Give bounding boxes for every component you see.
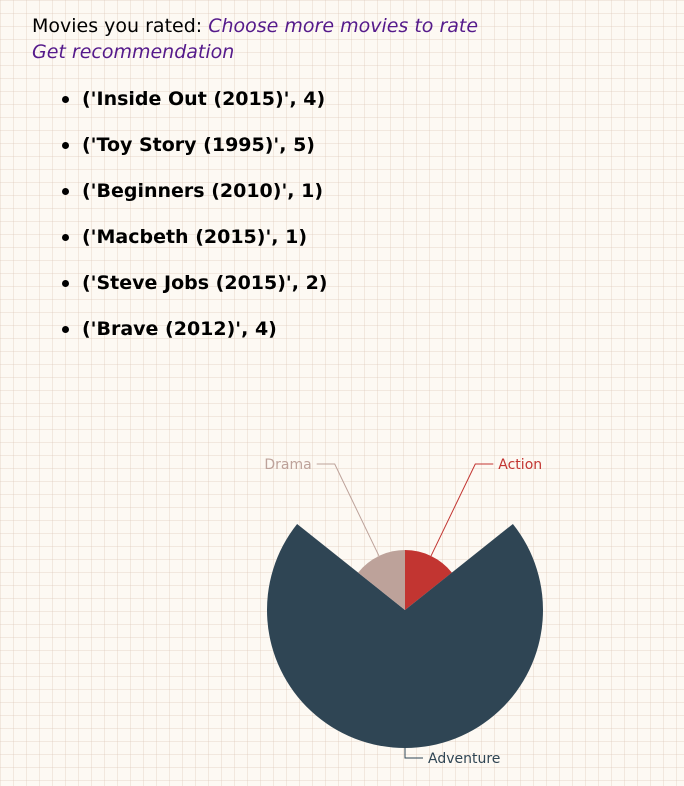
- pie-label-line-drama: [316, 463, 380, 557]
- pie-label-adventure: Adventure: [428, 751, 500, 767]
- pie-label-action: Action: [498, 457, 542, 473]
- rated-header-line: Movies you rated: Choose more movies to …: [32, 13, 672, 39]
- rated-movie-item: ('Beginners (2010)', 1): [62, 173, 328, 219]
- rated-movie-item: ('Inside Out (2015)', 4): [62, 81, 328, 127]
- rated-movie-item: ('Brave (2012)', 4): [62, 311, 328, 357]
- pie-slice-action[interactable]: [405, 550, 452, 610]
- pie-label-line-adventure: [404, 748, 423, 759]
- header: Movies you rated: Choose more movies to …: [32, 13, 672, 65]
- rated-movie-item: ('Macbeth (2015)', 1): [62, 219, 328, 265]
- pie-slice-adventure[interactable]: [267, 523, 544, 749]
- pie-slice-drama[interactable]: [358, 550, 405, 610]
- rated-label: Movies you rated:: [32, 15, 209, 37]
- rated-movie-item: ('Steve Jobs (2015)', 2): [62, 265, 328, 311]
- recommend-line: Get recommendation: [32, 39, 672, 65]
- pie-label-line-action: [430, 463, 494, 557]
- choose-more-movies-link[interactable]: Choose more movies to rate: [208, 15, 479, 37]
- rated-movies-list: ('Inside Out (2015)', 4) ('Toy Story (19…: [62, 81, 328, 357]
- pie-label-drama: Drama: [264, 457, 311, 473]
- get-recommendation-link[interactable]: Get recommendation: [32, 41, 235, 63]
- rated-movie-item: ('Toy Story (1995)', 5): [62, 127, 328, 173]
